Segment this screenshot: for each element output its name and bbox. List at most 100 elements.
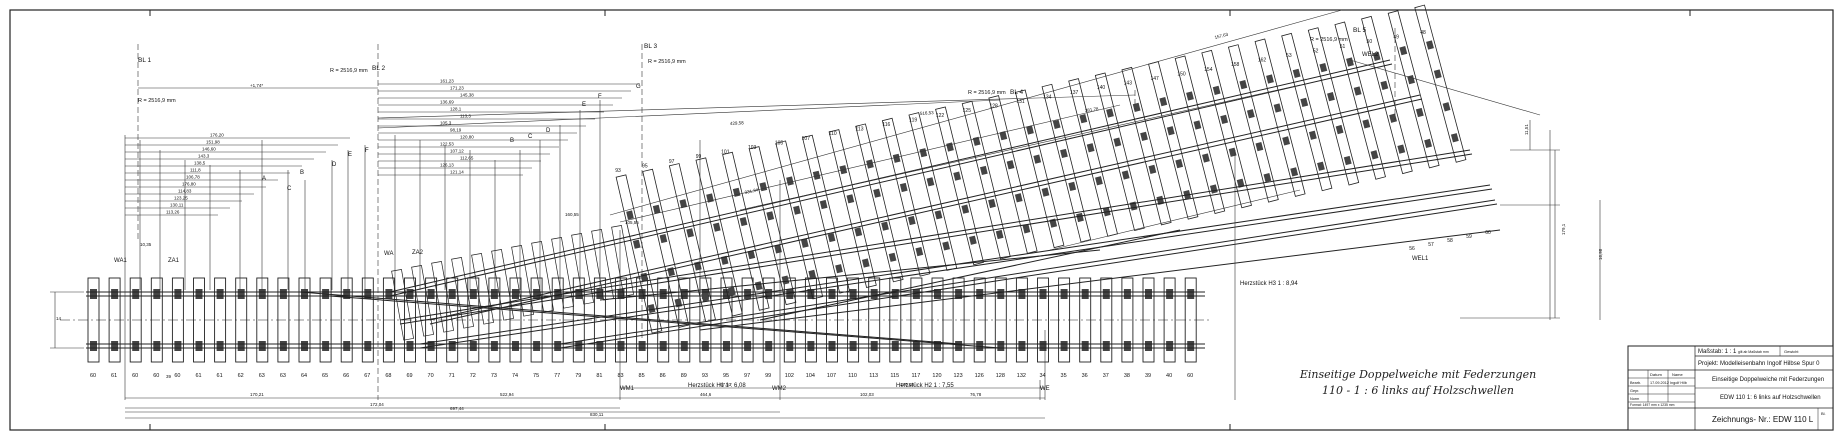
dimension-letter: B [510,138,514,144]
sleeper-number: 77 [554,373,560,379]
sleeper-number: 113 [869,373,878,379]
sleeper-number: 105 [775,140,784,146]
diverging-sleeper [988,95,1038,254]
sleeper-number: 140 [1097,85,1106,91]
diverging-sleeper [775,140,824,300]
rail-plate [111,341,119,351]
sleeper-number: 79 [575,373,581,379]
title-block-scale: Maßstab: 1 : 1 [1698,349,1737,355]
sleeper-number: 53 [1286,53,1292,59]
rail-plate [279,289,287,299]
label-bl4: BL 4 [1010,89,1024,96]
label-radius-5: R = 2516,9 mm [1310,37,1348,43]
sleeper-number: 93 [702,373,708,379]
rail-plate [934,341,941,351]
rail-plate [744,289,752,299]
dimension-value: 105,3 [440,121,452,126]
sleeper-number: 65 [322,373,328,379]
diverging-sleeper [1121,66,1172,226]
sleeper-number: 119 [909,117,917,123]
title-block-cell: Norm [1630,397,1639,401]
rail-plate [427,289,435,299]
diverging-sleeper [961,100,1011,260]
title-block [1627,345,1834,431]
rail-plate [174,341,182,351]
diverging-sleeper [855,123,904,283]
diverging-sleeper [935,106,984,266]
label-wa1: WA1 [114,258,127,264]
rail-plate [870,341,878,351]
dimension-value: 464,6 [700,392,712,397]
label-wel1: WEL1 [1412,256,1429,262]
rail-plate [765,289,773,299]
sleeper-number: 75 [533,373,539,379]
sleeper-number: 61 [111,373,117,379]
rail-plate [1123,289,1131,299]
sleeper-number: 137 [1070,90,1079,96]
dimension-value: 331,34 [744,187,759,195]
sleeper [1121,277,1134,363]
diverging-sleeper [391,269,415,341]
rail-plate [617,289,625,299]
label-frog-h2: Herzstück H2 1 : 7,55 [896,383,954,389]
sleeper-number: 62 [238,373,244,379]
rail-plate [744,341,752,351]
dimension-value: 429,58 [730,120,745,126]
rail-plate [723,341,730,351]
dimension-value: 67,53 [720,382,732,387]
dimension-value: 98,19 [450,128,462,133]
sleeper-number: 104 [806,373,815,379]
sleeper-number: 39 [1145,373,1151,379]
dimension-letter: G [636,84,641,90]
rail-plate [912,289,920,299]
dimension-letter: E [582,102,586,108]
label-frog-h1: Herzstück H1 1 : 6,08 [688,383,746,389]
label-bl5: BL 5 [1353,27,1367,34]
sleeper-number: 86 [660,373,666,379]
label-bl3: BL 3 [644,43,658,50]
sleeper-number: 143 [1124,81,1133,87]
rail-plate [807,289,815,299]
sleeper-number: 99 [696,154,702,160]
dimension-value: 14 [56,316,62,321]
rail-plate [279,341,287,351]
rail-plate [638,289,646,299]
sleeper-number: 125 [963,108,972,114]
label-za2: ZA2 [412,250,424,256]
diverging-sleeper [451,257,475,329]
dimension-value: 128,1 [450,107,462,112]
diverging-sleeper [571,233,595,305]
sheet-border [9,9,1834,431]
rail-plate [237,341,245,351]
sleeper-number: 103 [748,145,757,151]
rail-plate [849,289,857,299]
rail-plate [955,341,963,351]
dimension-value: 160,55 [565,212,579,217]
upper-sleeper-numbers: 9395979910110310510711011311611912212512… [615,30,1426,174]
rail-plate [680,341,688,351]
dimension-value: 516,53 [920,110,935,116]
dimension-value: 76,78 [970,392,982,397]
dimension-letter: D [546,128,551,134]
sleeper-number: 38 [1124,373,1130,379]
rail-plate [153,341,161,351]
label-radius-3: R = 2516,9 mm [648,59,686,65]
dimension-value: 121,14 [450,170,464,175]
dimension-value: 11,51 [1524,124,1529,135]
rail-plate [322,341,330,351]
sleeper-number: 63 [259,373,265,379]
rail-plate [90,289,97,299]
sleeper-number: 132 [1017,373,1026,379]
rail-plate [1166,289,1174,299]
diverging-sleeper [1254,38,1306,197]
rail-plate [343,289,351,299]
sleeper-number: 131 [1016,99,1025,105]
sleeper-number: 69 [406,373,412,379]
sleeper-number: 83 [617,373,623,379]
dimension-value: 102,03 [860,392,874,397]
label-bl1: BL 1 [138,57,152,64]
diverging-sleeper [1307,27,1360,186]
rail-plate [828,341,836,351]
